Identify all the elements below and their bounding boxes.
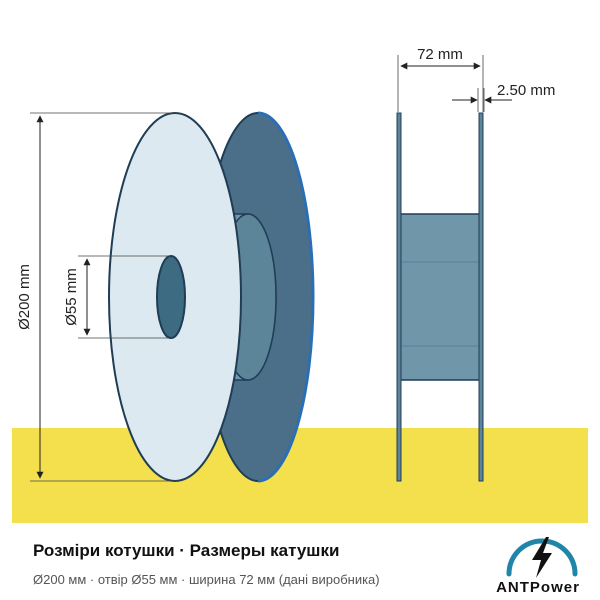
flange-thickness-label: 2.50 mm xyxy=(497,82,555,99)
lightning-bolt-icon xyxy=(532,537,552,578)
side-hub xyxy=(399,213,481,381)
side-flange-left xyxy=(396,112,402,482)
hole-diameter-label: Ø55 mm xyxy=(63,268,80,326)
brand-logo xyxy=(506,537,578,578)
hole-diameter-dimension: Ø55 mm xyxy=(63,255,168,339)
center-hole xyxy=(156,255,186,339)
flange-thickness-dimension: 2.50 mm xyxy=(452,82,555,112)
width-dimension: 72 mm xyxy=(397,46,484,112)
spool-side-view xyxy=(396,112,484,482)
side-flange-right xyxy=(478,112,484,482)
caption-subtitle: Ø200 мм · отвір Ø55 мм · ширина 72 мм (д… xyxy=(33,572,380,587)
floor-band xyxy=(12,428,588,523)
logo-arc xyxy=(506,538,578,577)
outer-diameter-label: Ø200 mm xyxy=(16,264,33,330)
back-flange-rim xyxy=(257,111,315,483)
caption-title: Розміри котушки · Размеры катушки xyxy=(33,541,340,560)
spool-3d-view xyxy=(108,111,315,483)
width-label: 72 mm xyxy=(417,46,463,63)
outer-diameter-dimension: Ø200 mm xyxy=(16,112,178,482)
brand-name: ANTPower xyxy=(496,579,580,596)
